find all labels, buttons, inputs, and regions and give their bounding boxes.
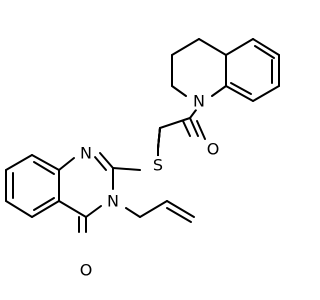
bond [157,127,161,149]
bond [5,200,33,218]
bond [189,117,199,137]
bond [33,161,55,175]
atom-label-background [149,156,167,174]
bond [166,207,192,223]
bond [166,200,195,218]
bond [85,205,102,218]
atom-label-o: O [207,140,220,159]
molecule-drawing: N N N S O O [5,38,280,280]
bond [189,109,197,119]
atom-label-n: N [80,144,92,163]
bond-layer [5,38,280,233]
bond [99,152,114,169]
bond [230,82,252,95]
atom-label-background [204,140,222,158]
bond [252,85,280,102]
atom-label-o: O [80,261,93,280]
atom-label-s: S [153,156,163,175]
atom-label-background [104,192,122,210]
bond [112,167,141,171]
bond [58,157,75,171]
molecule-svg: N N N S O O [5,38,280,280]
bond [31,154,60,171]
bond [58,200,87,218]
bond [139,200,168,218]
bond [225,85,254,102]
bond [211,85,227,97]
bond [33,197,55,211]
bond [94,156,107,171]
bond [198,38,227,56]
bond [171,38,200,56]
bond [196,120,206,140]
bond [125,207,141,218]
atom-label-layer: N N N S O O [77,92,222,280]
bond [171,85,187,97]
atom-label-n: N [107,192,119,211]
bond [254,45,275,59]
bond [182,120,191,137]
bond [159,117,191,129]
bond [225,38,254,56]
atom-label-background [190,92,208,110]
bond [5,154,33,171]
atom-label-background [77,144,95,162]
bond [31,200,60,218]
atom-label-background [77,261,95,279]
bond [252,38,280,56]
atom-label-n: N [193,92,205,111]
